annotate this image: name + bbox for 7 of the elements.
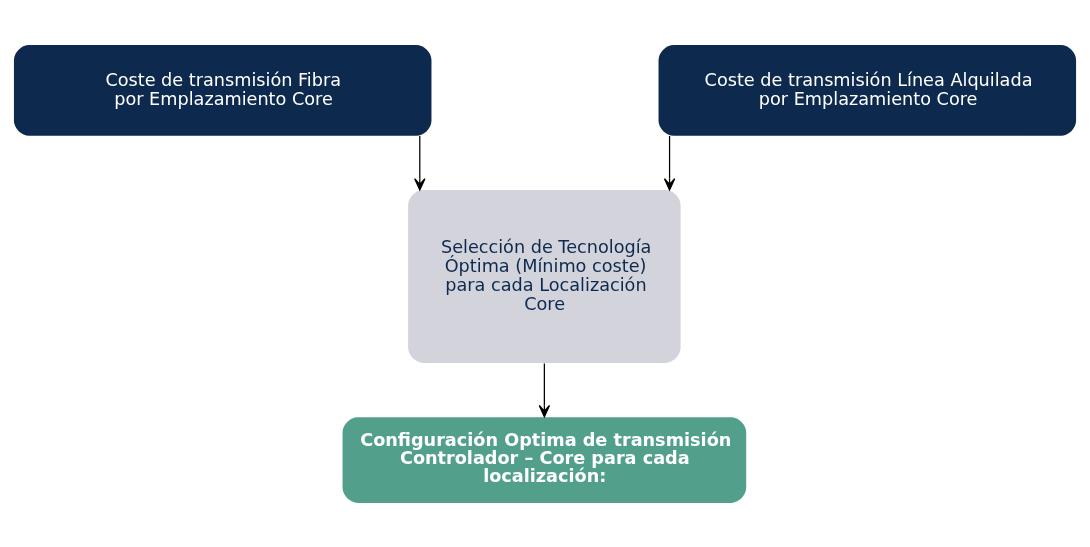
node-box: Configuración Optima de transmisión Controlador – Core para cada localización: xyxy=(342,416,747,503)
node-box: Coste de transmisión Línea Alquilada por Emplazamiento Core xyxy=(658,44,1077,136)
node-box: Selección de Tecnología Óptima (Mínimo coste) para cada Localización Core xyxy=(408,189,681,363)
arrow xyxy=(414,134,426,191)
node-box: Coste de transmisión Fibra por Emplazamiento Core xyxy=(13,44,432,136)
arrow xyxy=(663,134,676,191)
arrow xyxy=(538,362,551,417)
